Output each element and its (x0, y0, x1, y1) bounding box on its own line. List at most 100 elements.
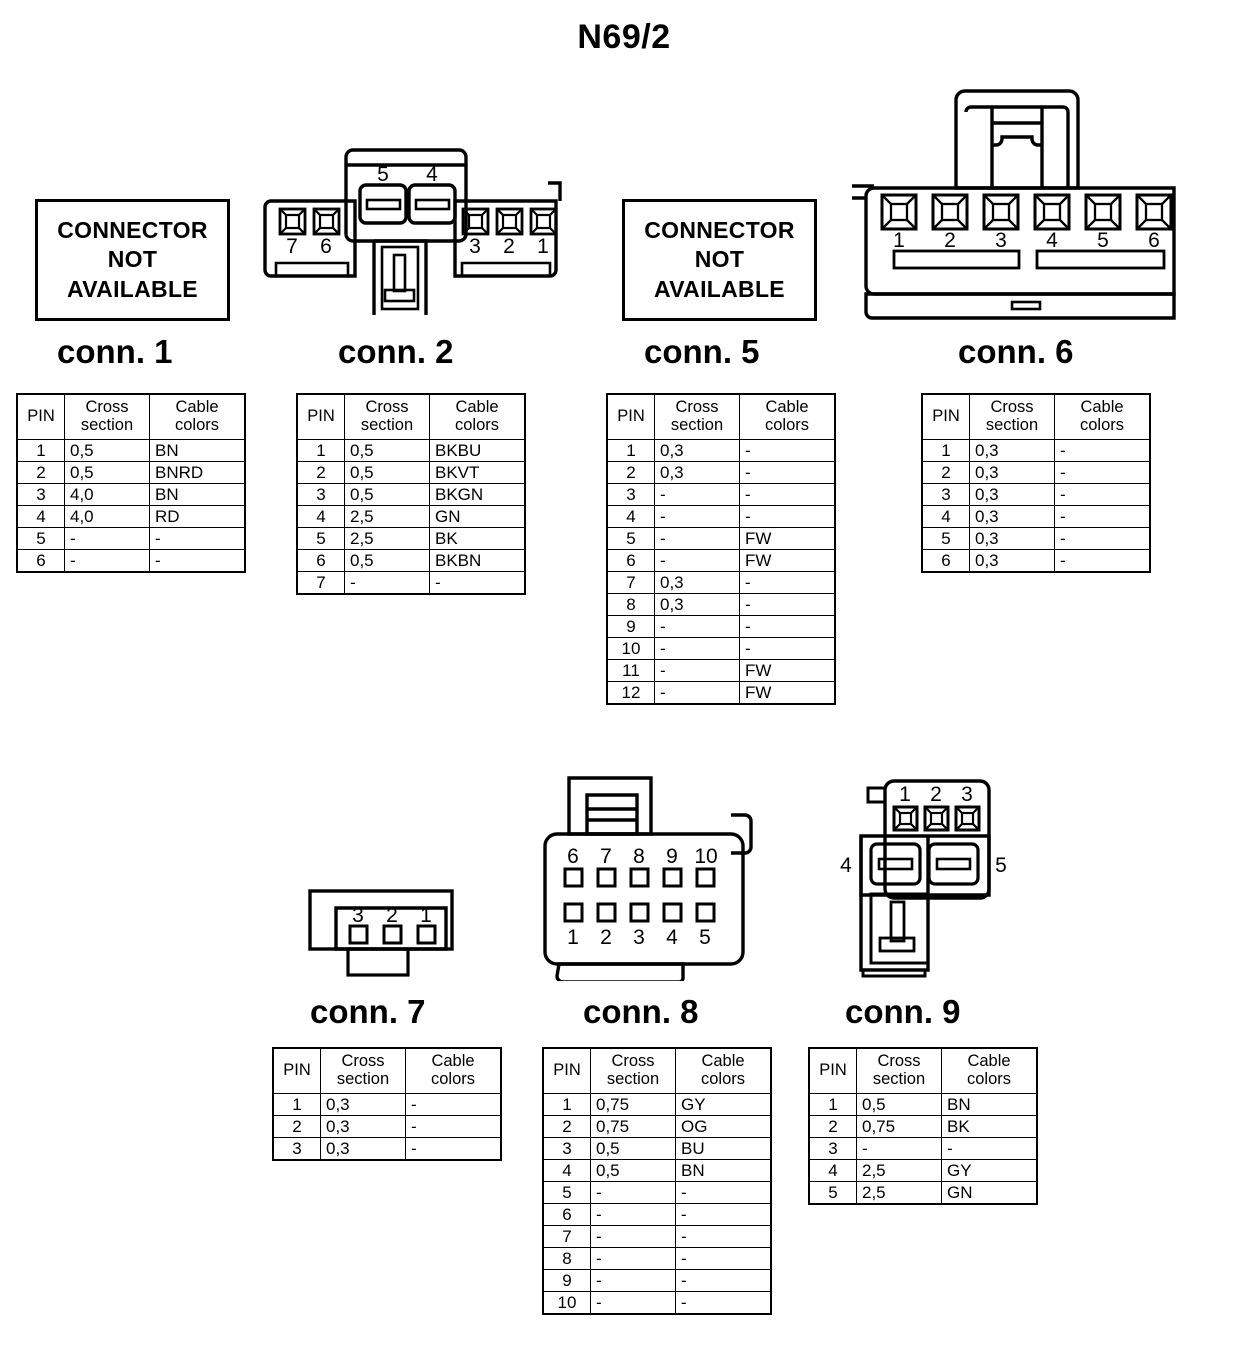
th-cable-colors: Cable colors (739, 393, 836, 440)
cell-pin: 12 (606, 681, 655, 705)
caption-conn7: conn. 7 (310, 993, 426, 1030)
cell-cable-colors: - (675, 1203, 772, 1226)
cell-pin: 10 (542, 1291, 591, 1315)
cell-cross-section: 0,75 (590, 1093, 676, 1116)
cell-pin: 1 (921, 439, 970, 462)
cell-cross-section: 0,3 (969, 527, 1055, 550)
table-row: 8-- (542, 1247, 772, 1270)
cell-cross-section: - (590, 1225, 676, 1248)
cell-cross-section: 0,5 (856, 1093, 942, 1116)
cell-cross-section: - (654, 483, 740, 506)
cell-cross-section: - (654, 549, 740, 572)
pin-label-3: 3 (633, 926, 645, 949)
cell-pin: 6 (542, 1203, 591, 1226)
cell-pin: 3 (542, 1137, 591, 1160)
pin-label-3: 3 (469, 235, 481, 258)
not-available-line-3: AVAILABLE (67, 275, 198, 302)
th-pin: PIN (808, 1047, 857, 1094)
pin-label-3: 3 (995, 229, 1007, 252)
th-cross-section: Cross section (344, 393, 430, 440)
cell-cable-colors: BK (429, 527, 526, 550)
pin-label-3: 3 (961, 783, 973, 806)
pin-label-2: 2 (930, 783, 942, 806)
cell-cross-section: - (590, 1291, 676, 1315)
cell-pin: 1 (16, 439, 65, 462)
connector-not-available-box-conn5: CONNECTOR NOT AVAILABLE (622, 199, 817, 321)
cell-cross-section: 0,3 (320, 1093, 406, 1116)
th-cross-section: Cross section (64, 393, 150, 440)
cell-cable-colors: - (675, 1291, 772, 1315)
connector-not-available-box-conn1: CONNECTOR NOT AVAILABLE (35, 199, 230, 321)
cell-pin: 8 (606, 593, 655, 616)
cell-cable-colors: BNRD (149, 461, 246, 484)
cell-pin: 5 (542, 1181, 591, 1204)
pin-label-6: 6 (320, 235, 332, 258)
not-available-line-1: CONNECTOR (57, 216, 208, 243)
pin-label-2: 2 (600, 926, 612, 949)
cell-cross-section: 2,5 (344, 527, 430, 550)
cell-cross-section: 2,5 (344, 505, 430, 528)
caption-conn9: conn. 9 (845, 993, 961, 1030)
pin-label-7: 7 (600, 845, 612, 868)
cell-pin: 2 (808, 1115, 857, 1138)
cell-cable-colors: BN (675, 1159, 772, 1182)
cell-cable-colors: FW (739, 659, 836, 682)
cell-pin: 2 (16, 461, 65, 484)
cell-cross-section: 0,3 (969, 439, 1055, 462)
cell-cross-section: 0,5 (344, 461, 430, 484)
cell-pin: 7 (542, 1225, 591, 1248)
cell-cross-section: 0,3 (654, 571, 740, 594)
cell-cable-colors: BK (941, 1115, 1038, 1138)
connector-drawing-conn7: 3 2 1 (305, 886, 477, 980)
th-cable-colors: Cable colors (1054, 393, 1151, 440)
cell-cross-section: - (654, 505, 740, 528)
pin-label-2: 2 (944, 229, 956, 252)
cell-cross-section: 0,5 (344, 483, 430, 506)
cell-pin: 1 (542, 1093, 591, 1116)
cell-cable-colors: RD (149, 505, 246, 528)
table-row: 10-- (606, 637, 836, 660)
cell-cable-colors: - (1054, 483, 1151, 506)
cell-pin: 6 (16, 549, 65, 573)
th-pin: PIN (272, 1047, 321, 1094)
connector-drawing-conn6: 1 2 3 4 5 6 (852, 88, 1178, 322)
cell-cross-section: - (590, 1247, 676, 1270)
table-row: 3-- (808, 1137, 1038, 1160)
th-pin: PIN (921, 393, 970, 440)
cell-cable-colors: - (1054, 439, 1151, 462)
cell-cross-section: - (654, 615, 740, 638)
cell-cable-colors: - (405, 1137, 502, 1161)
cell-cross-section: - (590, 1203, 676, 1226)
not-available-line-2: NOT (694, 246, 745, 273)
cell-pin: 5 (808, 1181, 857, 1205)
cell-cross-section: - (64, 549, 150, 573)
cell-cross-section: - (654, 527, 740, 550)
cell-cable-colors: - (405, 1093, 502, 1116)
caption-conn1: conn. 1 (57, 333, 173, 370)
cell-cable-colors: - (1054, 549, 1151, 573)
cell-cable-colors: GN (941, 1181, 1038, 1205)
cell-cable-colors: FW (739, 527, 836, 550)
cell-cable-colors: - (675, 1269, 772, 1292)
pin-label-7: 7 (286, 235, 298, 258)
cell-pin: 3 (808, 1137, 857, 1160)
cell-cross-section: 0,3 (654, 593, 740, 616)
cell-pin: 3 (921, 483, 970, 506)
